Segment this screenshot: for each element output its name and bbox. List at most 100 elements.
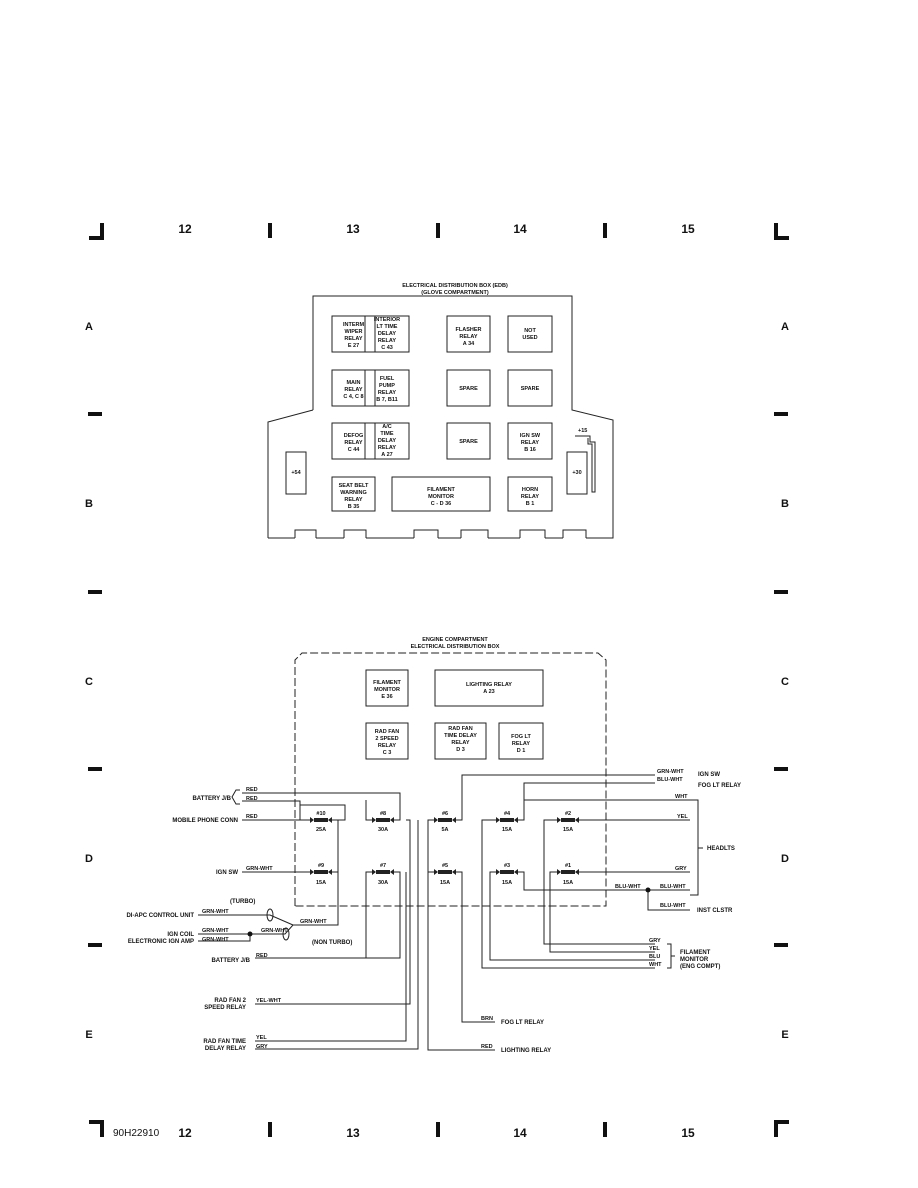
fuse-2: #2 15A: [557, 811, 579, 833]
row-label: A: [781, 321, 789, 333]
svg-text:YEL: YEL: [649, 946, 660, 952]
column-tick: [603, 1122, 607, 1137]
terminal-plus-30: +30: [566, 451, 588, 495]
fuse-6: #6 5A: [434, 811, 456, 833]
corner-mark-top-left: [89, 223, 104, 240]
fuse-5: #5 15A: [434, 863, 456, 886]
column-label: 13: [346, 1126, 360, 1140]
svg-text:GRY: GRY: [675, 866, 687, 872]
label-ign-sw-right: IGN SW: [698, 772, 720, 778]
svg-text:SPARE: SPARE: [459, 386, 478, 392]
glove-box-tabs: [294, 529, 587, 538]
row-label: D: [781, 853, 789, 865]
engine-box-subtitle: ELECTRICAL DISTRIBUTION BOX: [411, 644, 500, 650]
svg-text:#1: #1: [565, 863, 571, 869]
fuse-1: #1 15A: [557, 863, 579, 886]
svg-text:#5: #5: [442, 863, 448, 869]
row-label: C: [85, 676, 93, 688]
label-battery-jb: BATTERY J/B: [211, 958, 250, 964]
label-battery-jb: BATTERY J/B: [192, 796, 231, 802]
column-tick: [268, 223, 272, 238]
label-electronic-ign-amp: ELECTRONIC IGN AMP: [128, 939, 194, 945]
svg-text:#7: #7: [380, 863, 386, 869]
svg-text:YEL: YEL: [677, 814, 688, 820]
svg-text:RED: RED: [246, 814, 258, 820]
label-fog-lt-relay: FOG LT RELAY: [698, 783, 741, 789]
label-turbo: (TURBO): [230, 899, 255, 905]
column-label: 15: [681, 222, 695, 236]
svg-text:RED: RED: [246, 787, 258, 793]
svg-text:GRY: GRY: [256, 1044, 268, 1050]
column-label: 12: [178, 222, 192, 236]
wires: [198, 774, 703, 1051]
svg-text:#8: #8: [380, 811, 386, 817]
svg-text:GRN-WHT: GRN-WHT: [202, 909, 229, 915]
svg-text:5A: 5A: [441, 827, 448, 833]
svg-text:SPARE: SPARE: [521, 386, 540, 392]
corner-mark-bottom-right: [774, 1120, 789, 1137]
svg-text:30A: 30A: [378, 827, 388, 833]
svg-text:+15: +15: [578, 428, 587, 434]
svg-text:WHT: WHT: [675, 794, 688, 800]
svg-text:GRN-WHT: GRN-WHT: [246, 866, 273, 872]
shield-ellipse: [282, 927, 290, 941]
corner-mark-bottom-left: [89, 1120, 104, 1137]
fuse-10: #10 25A: [310, 811, 332, 833]
label-lighting-relay: LIGHTING RELAY: [501, 1048, 551, 1054]
row-label: C: [781, 676, 789, 688]
label-headlts: HEADLTS: [707, 846, 735, 852]
label-rad-fan-time-delay: RAD FAN TIME: [203, 1039, 246, 1045]
svg-text:GRN-WHT: GRN-WHT: [657, 769, 684, 775]
row-label: B: [85, 498, 93, 510]
svg-text:SPARE: SPARE: [459, 439, 478, 445]
row-label: E: [85, 1029, 92, 1041]
svg-text:GRY: GRY: [649, 938, 661, 944]
label-filament-monitor: FILAMENT: [680, 950, 711, 956]
svg-text:15A: 15A: [502, 827, 512, 833]
label-rad-fan-2-speed: RAD FAN 2: [214, 998, 246, 1004]
label-rad-fan-2-speed: SPEED RELAY: [204, 1005, 246, 1011]
engine-box-title: ENGINE COMPARTMENT: [422, 637, 488, 643]
row-label: B: [781, 498, 789, 510]
svg-text:#4: #4: [504, 811, 511, 817]
svg-text:30A: 30A: [378, 880, 388, 886]
svg-text:WHT: WHT: [649, 962, 662, 968]
row-label: E: [781, 1029, 788, 1041]
svg-text:15A: 15A: [502, 880, 512, 886]
svg-text:+30: +30: [572, 470, 581, 476]
row-label: D: [85, 853, 93, 865]
glove-box-subtitle: (GLOVE COMPARTMENT): [421, 290, 489, 296]
glove-box-title: ELECTRICAL DISTRIBUTION BOX (EDB): [402, 283, 508, 289]
svg-text:BLU-WHT: BLU-WHT: [657, 777, 683, 783]
splice: [247, 931, 253, 937]
engine-box-outline: [294, 652, 607, 907]
svg-text:RED: RED: [256, 953, 268, 959]
wire-labels: RED RED RED GRN-WHT GRN-WHT GRN-WHT GRN-…: [202, 769, 688, 1050]
svg-text:GRN-WHT: GRN-WHT: [202, 928, 229, 934]
svg-text:+54: +54: [291, 470, 301, 476]
label-inst-clstr: INST CLSTR: [697, 908, 733, 914]
svg-text:#2: #2: [565, 811, 571, 817]
